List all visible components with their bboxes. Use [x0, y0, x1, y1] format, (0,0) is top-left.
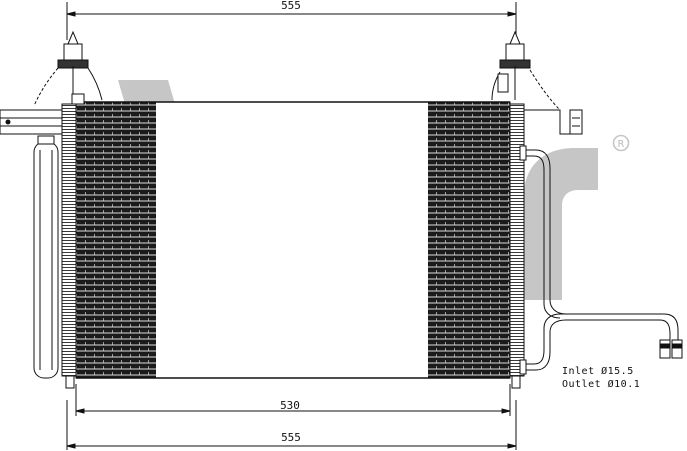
registered-trademark-icon: R — [612, 134, 630, 152]
condenser-core — [75, 101, 511, 379]
bottom-dimension — [66, 400, 517, 450]
bottom-width-label: 555 — [281, 431, 301, 444]
right-fin-block — [428, 102, 510, 378]
inlet-note: Inlet Ø15.5 — [562, 365, 634, 377]
top-dimension — [66, 2, 517, 40]
fitting-icon — [33, 30, 561, 111]
refrigerant-pipes — [519, 145, 683, 375]
svg-text:R: R — [618, 139, 625, 150]
core-dimension — [75, 384, 511, 416]
right-bracket — [524, 109, 583, 135]
outlet-note: Outlet Ø10.1 — [562, 378, 640, 390]
top-width-label: 555 — [281, 0, 301, 12]
receiver-drier — [33, 135, 59, 379]
left-header-tank — [61, 103, 77, 389]
mounting-bracket-icon — [0, 109, 63, 135]
right-header-tank — [509, 103, 525, 389]
core-width-label: 530 — [280, 399, 300, 412]
left-fin-block — [76, 102, 156, 378]
